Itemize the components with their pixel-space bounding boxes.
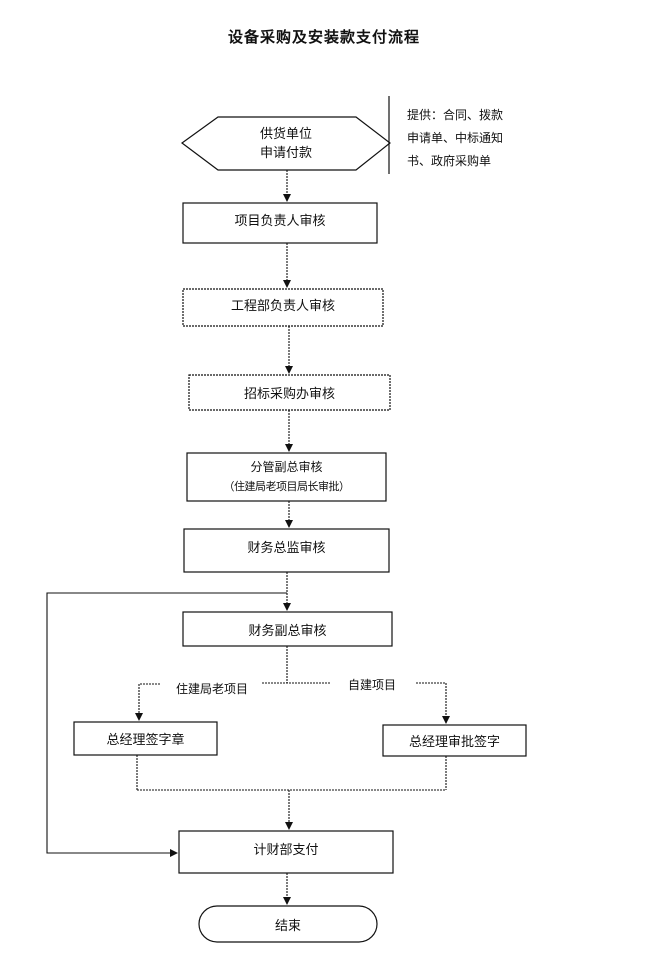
branch-left-label: 住建局老项目 [176, 682, 249, 696]
step2-label: 工程部负责人审核 [230, 298, 335, 314]
right-box [382, 724, 527, 757]
step1-label: 项目负责人审核 [234, 213, 326, 229]
end-terminator [198, 905, 378, 943]
step3-label: 招标采购办审核 [243, 387, 335, 402]
step4-label-line2: （住建局老项目局长审批） [223, 480, 351, 493]
pay-label: 计财部支付 [253, 842, 319, 858]
bypass-connector [46, 592, 287, 857]
page-title: 设备采购及安装款支付流程 [227, 28, 420, 46]
step6-label: 财务副总审核 [248, 623, 327, 639]
step3-box [188, 374, 391, 411]
left-box-label: 总经理签字章 [106, 733, 185, 748]
step5-box [183, 528, 390, 573]
step4-box [186, 452, 387, 502]
start-node: 供货单位 申请付款 [182, 117, 390, 170]
start-label-line1: 供货单位 [259, 126, 312, 142]
pay-box [178, 830, 394, 874]
step5-label: 财务总监审核 [247, 540, 326, 556]
branch-right-connector [416, 682, 450, 724]
right-box-label: 总经理审批签字 [408, 735, 500, 750]
left-box [73, 721, 218, 756]
step1-box [182, 202, 378, 244]
start-hexagon [180, 116, 391, 171]
step4-label: 分管副总审核 （住建局老项目局长审批） [187, 453, 386, 501]
step2-box [182, 288, 384, 327]
documents-note: 提供：合同、拨款申请单、中标通知书、政府采购单 [407, 108, 504, 168]
step4-label-line1: 分管副总审核 [250, 460, 323, 474]
branch-right-label: 自建项目 [348, 678, 397, 692]
end-label: 结束 [274, 918, 301, 934]
branch-left-connector [135, 683, 160, 721]
start-label-line2: 申请付款 [259, 145, 312, 161]
